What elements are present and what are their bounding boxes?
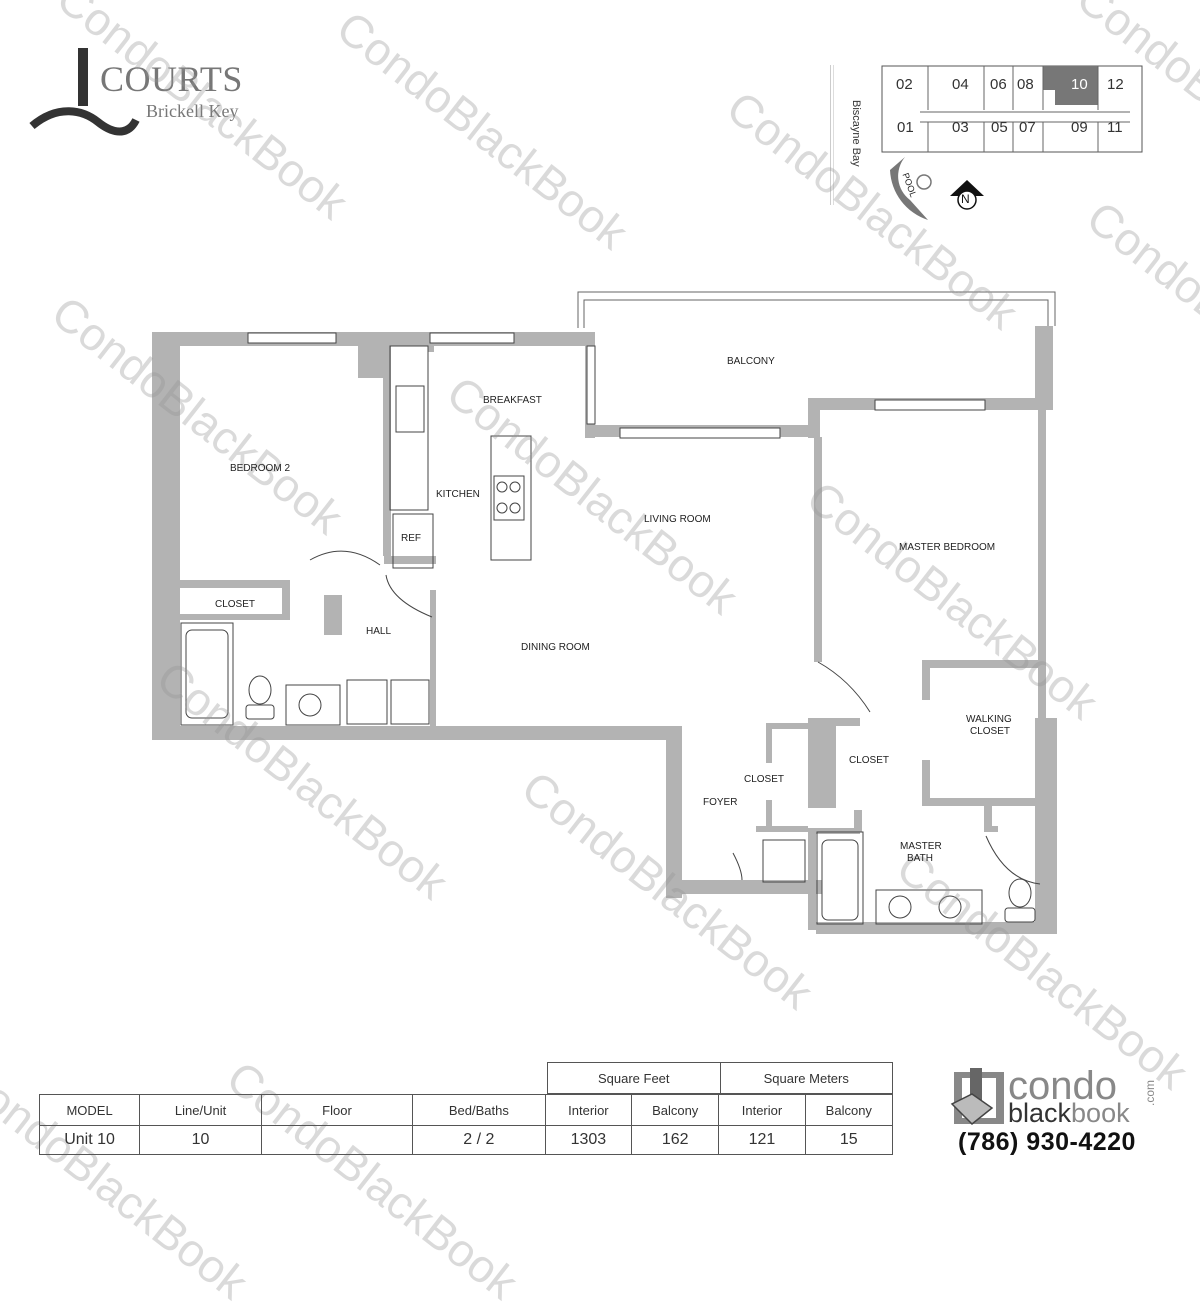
north-arrow-icon — [950, 180, 984, 210]
north-label: N — [961, 192, 970, 206]
brand-com-text: .com — [1143, 1080, 1157, 1107]
brand-book-text: book — [1071, 1098, 1130, 1128]
brand-blackbook-text: blackbook — [1008, 1098, 1130, 1129]
room-walking-closet-line-2: CLOSET — [970, 726, 1011, 737]
unit-11: 11 — [1107, 119, 1123, 136]
watermark: CondoBlackBook — [217, 1050, 528, 1310]
logo-title: COURTS — [100, 59, 243, 99]
cell-floor — [260, 1125, 413, 1155]
room-walking-closet-line-1: WALKING — [966, 714, 1012, 725]
unit-10-highlighted: 10 — [1071, 76, 1088, 93]
unit-04: 04 — [952, 76, 969, 93]
bay-shoreline-2 — [833, 65, 835, 205]
room-living-room: LIVING ROOM — [644, 514, 711, 525]
room-master-bath-line-1: MASTER — [900, 841, 942, 852]
room-closet-foyer: CLOSET — [744, 774, 785, 785]
header-sqm-balcony: Balcony — [804, 1094, 894, 1126]
brand-condo-text: condo — [1008, 1064, 1117, 1108]
biscayne-bay-label: Biscayne Bay — [850, 100, 862, 167]
room-dining-room: DINING ROOM — [521, 642, 590, 653]
unit-01: 01 — [897, 119, 914, 136]
header-sqft-balcony: Balcony — [631, 1094, 720, 1126]
header-bed-baths: Bed/Baths — [411, 1094, 546, 1126]
unit-info-table: MODEL Line/Unit Floor Bed/Baths Interior… — [38, 1094, 894, 1155]
square-meters-header: Square Meters — [719, 1062, 893, 1094]
unit-06: 06 — [990, 76, 1007, 93]
square-feet-header: Square Feet — [547, 1062, 721, 1094]
cell-sqm-interior: 121 — [718, 1125, 806, 1155]
room-balcony: BALCONY — [727, 356, 775, 367]
header-model: MODEL — [38, 1094, 141, 1126]
room-hall: HALL — [366, 626, 392, 637]
watermark: CondoBlackBook — [0, 1050, 258, 1310]
room-breakfast: BREAKFAST — [483, 395, 542, 406]
room-kitchen: KITCHEN — [436, 489, 480, 500]
unit-08: 08 — [1017, 76, 1034, 93]
header-sqft-interior: Interior — [544, 1094, 633, 1126]
header-sqm-interior: Interior — [718, 1094, 806, 1126]
book-logo-icon — [950, 1068, 1004, 1126]
header-line-unit: Line/Unit — [139, 1094, 262, 1126]
table-row: Unit 10 10 2 / 2 1303 162 121 15 — [38, 1125, 894, 1155]
pool-icon — [890, 157, 932, 220]
cell-sqft-balcony: 162 — [631, 1125, 720, 1155]
logo-subtitle: Brickell Key — [146, 101, 239, 121]
key-plan-building — [881, 65, 1143, 153]
cell-line-unit: 10 — [139, 1125, 262, 1155]
room-closet-master: CLOSET — [849, 755, 890, 766]
header-floor: Floor — [260, 1094, 413, 1126]
brand-black-text: black — [1008, 1098, 1072, 1128]
room-master-bath-line-2: BATH — [907, 853, 933, 864]
unit-02: 02 — [896, 76, 913, 93]
phone-number[interactable]: (786) 930-4220 — [958, 1128, 1136, 1156]
cell-sqft-interior: 1303 — [544, 1125, 633, 1155]
room-closet-bedroom-2: CLOSET — [215, 599, 256, 610]
unit-05: 05 — [991, 119, 1008, 136]
cell-sqm-balcony: 15 — [804, 1125, 894, 1155]
room-ref: REF — [401, 533, 421, 544]
unit-09: 09 — [1071, 119, 1088, 136]
logo-wave-icon — [29, 48, 140, 136]
floor-plan-drawing — [152, 291, 1057, 934]
room-master-bedroom: MASTER BEDROOM — [899, 542, 996, 553]
unit-03: 03 — [952, 119, 969, 136]
unit-07: 07 — [1019, 119, 1036, 136]
unit-12: 12 — [1107, 76, 1124, 93]
cell-bed-baths: 2 / 2 — [411, 1125, 546, 1155]
area-group-header-table: Square Feet Square Meters — [547, 1062, 893, 1094]
cell-model: Unit 10 — [38, 1125, 141, 1155]
bay-shoreline — [830, 65, 832, 205]
room-foyer: FOYER — [703, 797, 738, 808]
room-bedroom-2: BEDROOM 2 — [230, 463, 291, 474]
